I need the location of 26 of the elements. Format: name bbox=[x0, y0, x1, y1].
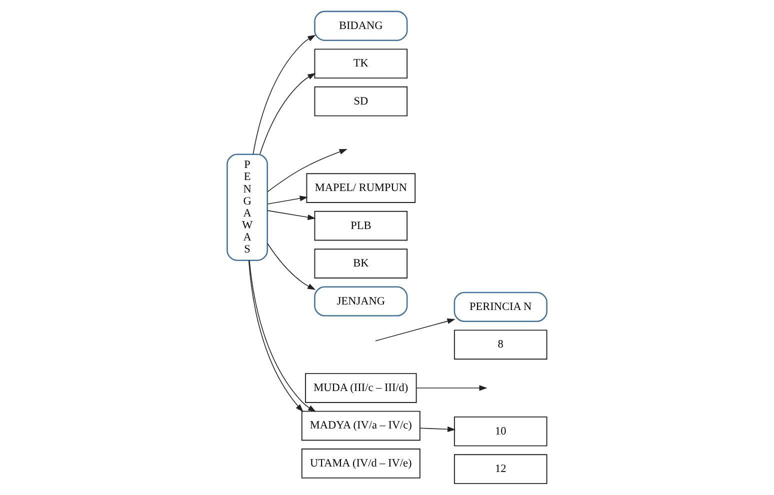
node-box: 12 bbox=[454, 454, 548, 484]
arrow bbox=[420, 426, 456, 432]
node-box: P E N G A W A S bbox=[226, 154, 268, 261]
arrow bbox=[267, 196, 308, 204]
node-box: SD bbox=[314, 86, 408, 116]
arrow bbox=[267, 149, 348, 192]
node-box: 8 bbox=[454, 330, 548, 360]
arrow bbox=[248, 260, 316, 412]
arrow bbox=[416, 385, 488, 391]
arrow bbox=[252, 34, 316, 155]
node-box: UTAMA (IV/d – IV/e) bbox=[301, 448, 420, 478]
node-box: BK bbox=[314, 248, 408, 278]
node-box: MUDA (III/c – III/d) bbox=[305, 373, 417, 403]
node-box: JENJANG bbox=[314, 286, 408, 316]
arrow bbox=[260, 73, 316, 154]
node-box: MADYA (IV/a – IV/c) bbox=[301, 410, 420, 441]
arrow bbox=[267, 210, 316, 220]
arrow bbox=[267, 243, 316, 290]
node-box: MAPEL/ RUMPUN bbox=[306, 173, 416, 204]
node-box: PLB bbox=[314, 210, 408, 241]
node-box: PERINCIA N bbox=[454, 292, 548, 322]
node-box: TK bbox=[314, 48, 408, 79]
node-box: BIDANG bbox=[314, 10, 408, 41]
node-box: 10 bbox=[454, 416, 548, 446]
arrow bbox=[248, 260, 304, 412]
arrow bbox=[375, 318, 456, 342]
